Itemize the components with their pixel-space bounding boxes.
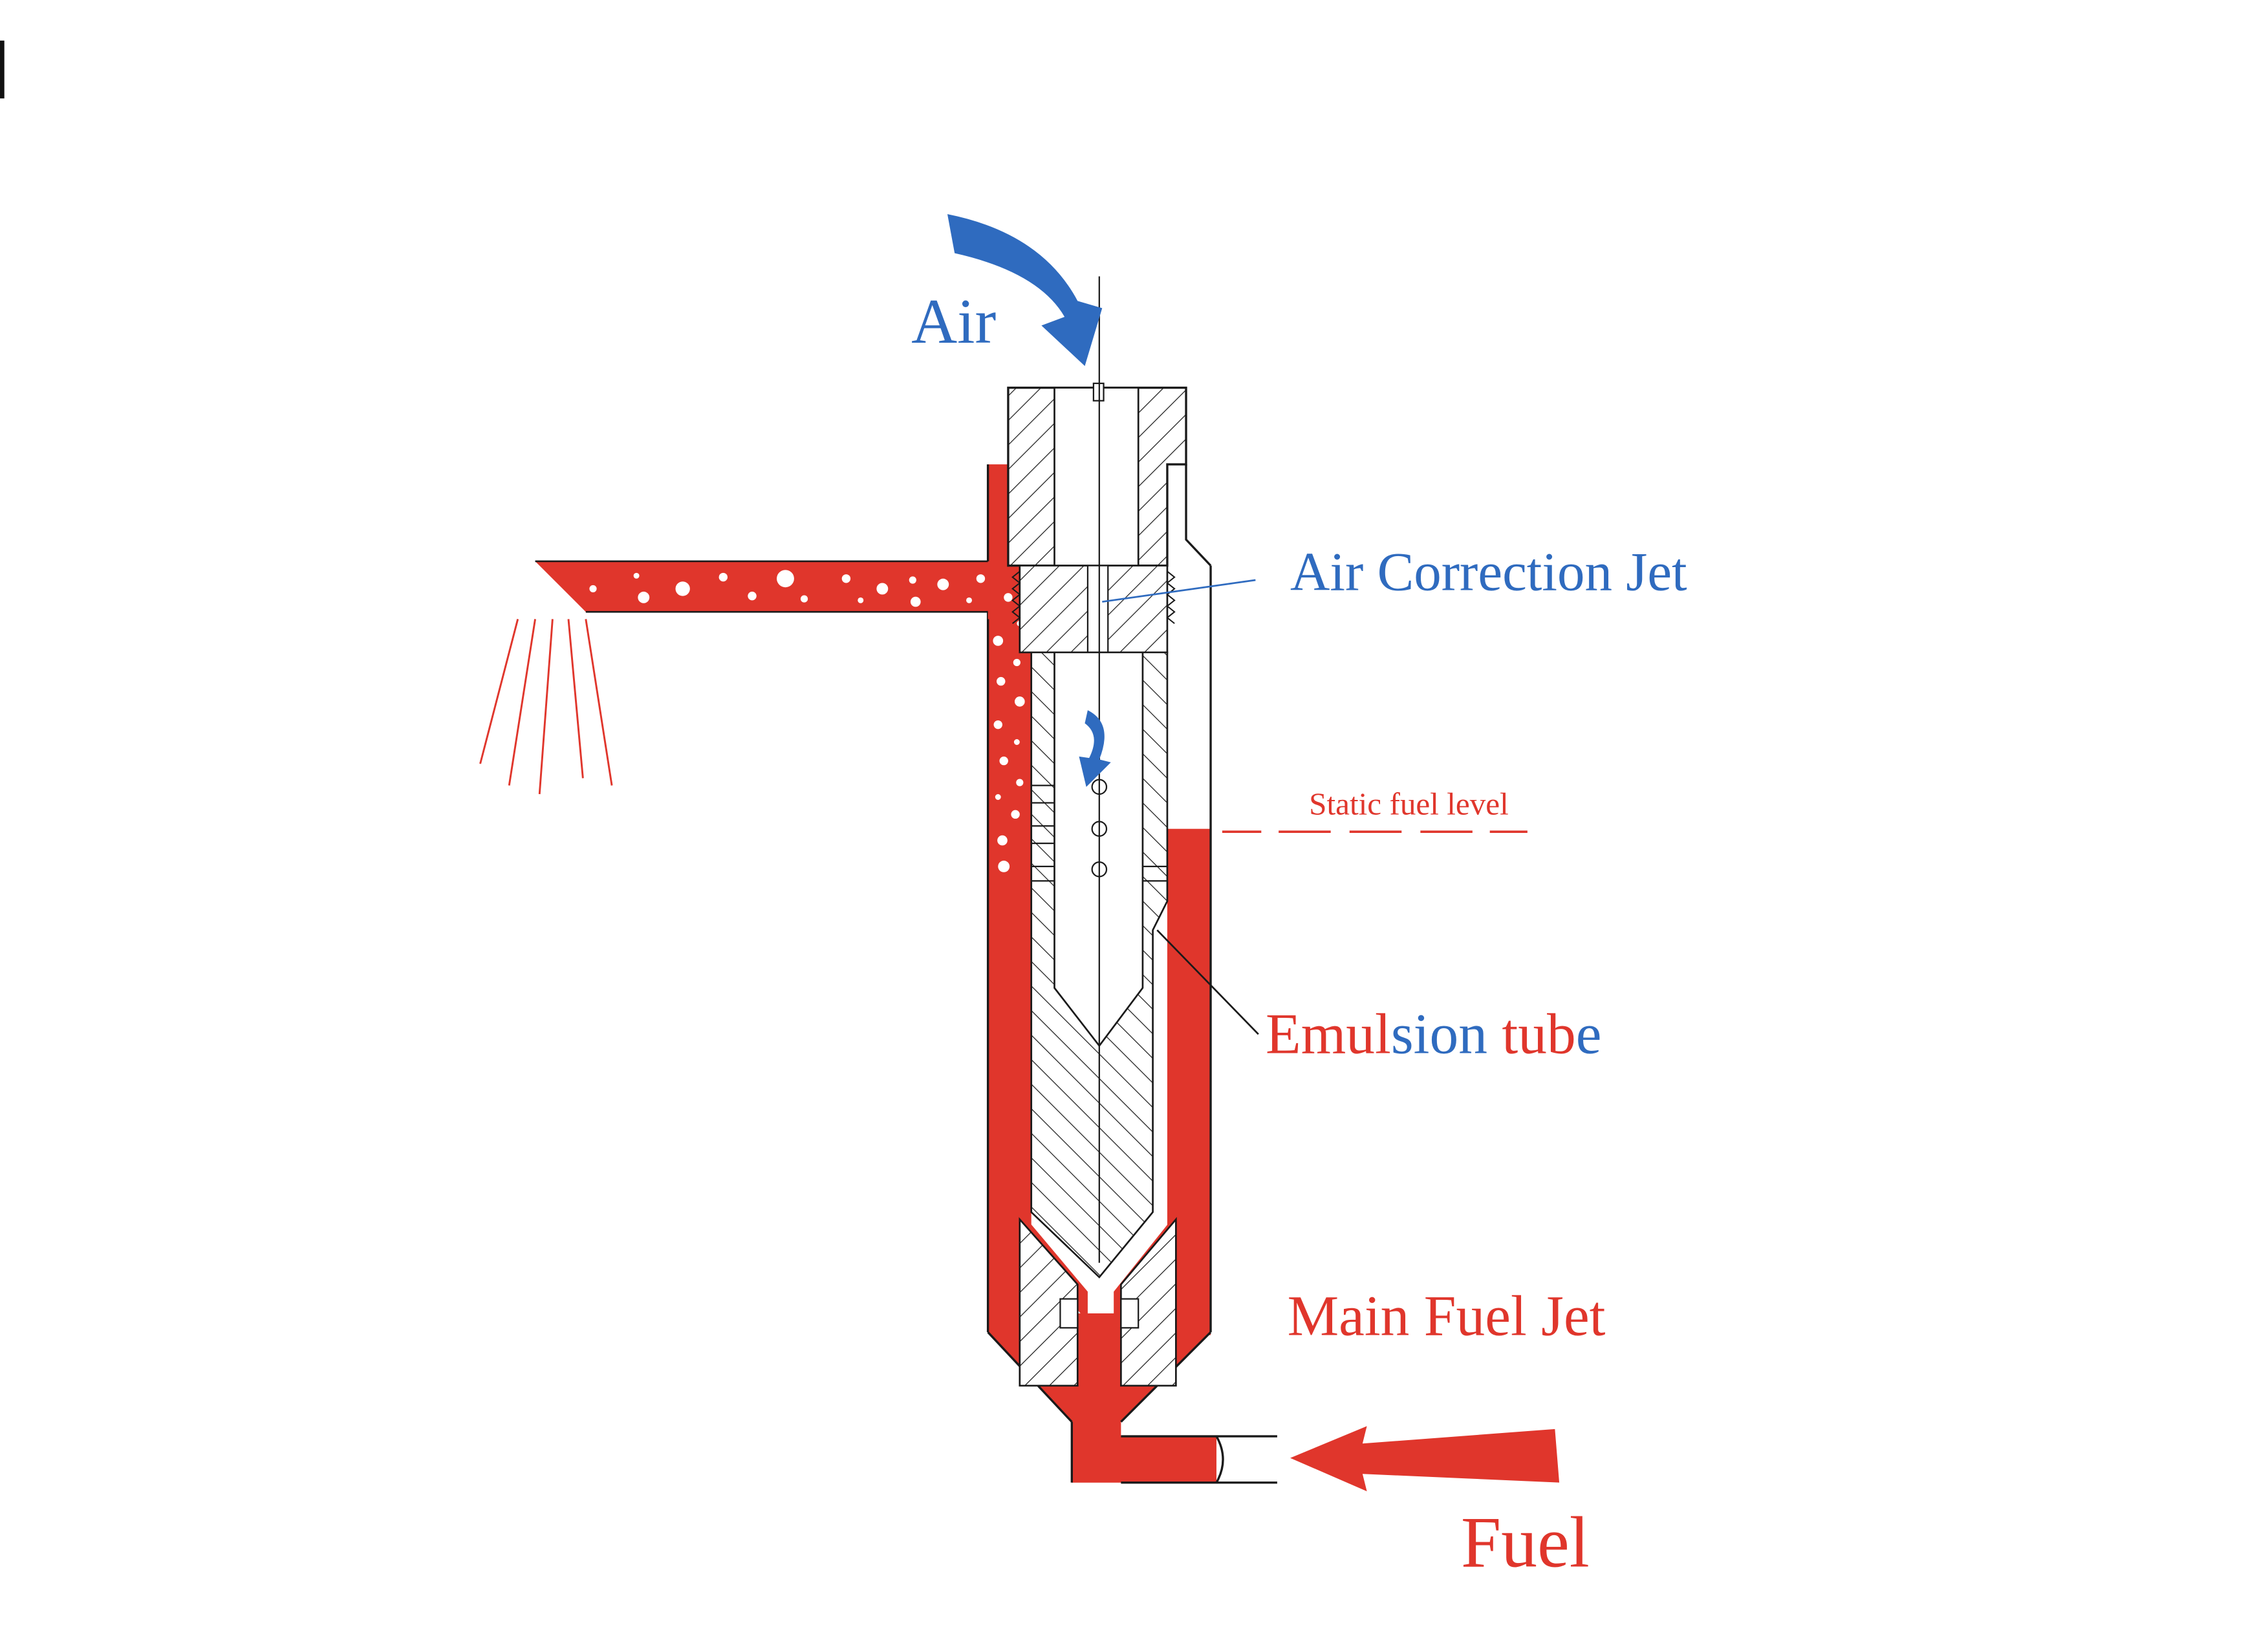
emulsion-tube-leader [1156, 929, 1259, 1035]
fuel-spray [479, 619, 613, 795]
air-correction-jet-label: Air Correction Jet [1290, 542, 1687, 603]
discharge-nozzle [535, 560, 1031, 620]
air-inlet-arrow [947, 214, 1103, 366]
emulsion-tube-label: Emulsion tube [1266, 1002, 1601, 1066]
air-flow-down-arrow [1079, 710, 1111, 787]
fuel-inlet-pipe [1121, 1435, 1277, 1484]
air-correction-jet-body [1007, 382, 1212, 567]
air-correction-jet-leader [1102, 579, 1256, 603]
air-label: Air [911, 286, 996, 357]
thread-section [1011, 565, 1176, 654]
scan-edge-mark [0, 40, 5, 99]
air-bubbles [589, 570, 1025, 872]
main-fuel-jet-label: Main Fuel Jet [1288, 1284, 1606, 1348]
static-fuel-level-label: Static fuel level [1309, 786, 1509, 821]
fuel-label: Fuel [1461, 1502, 1590, 1582]
fuel-inlet-arrow [1290, 1426, 1560, 1492]
main-fuel-jet [1019, 1216, 1177, 1387]
